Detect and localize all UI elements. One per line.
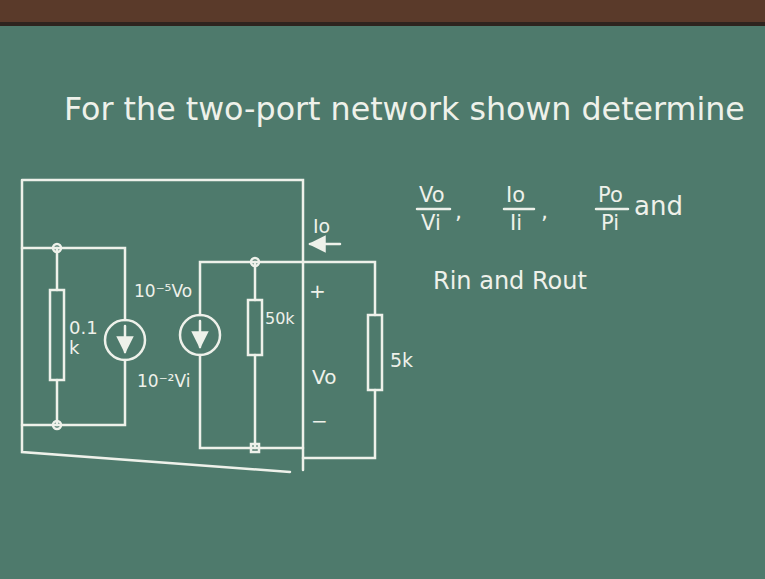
fraction-numerator: Vo — [419, 184, 445, 207]
load-resistor-symbol — [368, 315, 382, 390]
resistor-value: 50k — [265, 310, 295, 328]
fraction-numerator: Po — [598, 184, 623, 207]
current-source-symbol — [105, 320, 145, 360]
voltage-label: Vo — [312, 366, 336, 388]
board-title: For the two-port network shown determine — [64, 92, 745, 127]
source-value: 10⁻⁵Vo — [134, 282, 192, 301]
input-wire — [56, 248, 59, 425]
task-text: Rin and Rout — [433, 268, 587, 294]
terminal-node — [53, 421, 61, 429]
resistor-value: 0.1 k — [69, 318, 101, 358]
source-value: 10⁻²Vi — [137, 372, 190, 391]
conjunction-text: and — [634, 192, 683, 221]
polarity-sign: + — [309, 280, 326, 302]
node-dot — [251, 444, 259, 452]
fraction-denominator: Ii — [510, 212, 522, 235]
current-arrow — [310, 243, 340, 246]
resistor-symbol — [50, 290, 64, 380]
board-frame-edge — [0, 22, 765, 26]
board-frame — [0, 0, 765, 22]
fraction-numerator: Io — [506, 184, 525, 207]
fraction-denominator: Vi — [421, 212, 441, 235]
input-wire — [22, 248, 125, 425]
source-arrow — [124, 326, 127, 352]
current-label: Io — [313, 216, 330, 237]
fraction-bar — [504, 208, 534, 211]
current-source-symbol — [180, 315, 220, 355]
output-wire — [200, 355, 303, 448]
output-wire — [200, 262, 375, 458]
punctuation: , — [455, 200, 462, 224]
two-port-outline — [22, 180, 303, 472]
resistor-value: 5k — [390, 350, 413, 371]
terminal-node — [53, 244, 61, 252]
source-arrow — [199, 321, 202, 347]
node-dot — [251, 258, 259, 266]
fraction-denominator: Pi — [601, 212, 619, 235]
fraction-bar — [417, 208, 450, 211]
polarity-sign: − — [311, 410, 328, 432]
resistor-symbol — [248, 300, 262, 355]
fraction-bar — [596, 208, 628, 211]
punctuation: , — [541, 200, 548, 224]
